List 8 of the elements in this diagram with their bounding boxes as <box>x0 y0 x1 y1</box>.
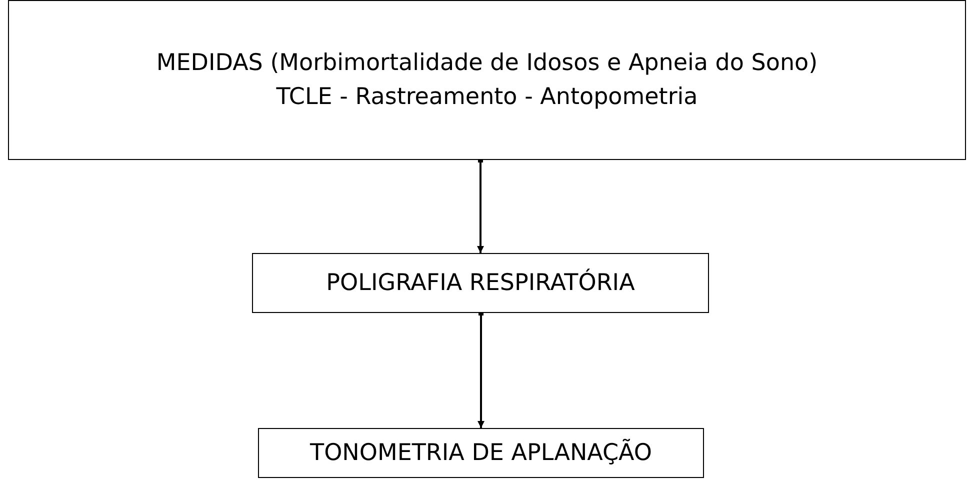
process-box <box>252 253 709 313</box>
arrow <box>478 310 484 428</box>
box-text: TONOMETRIA DE APLANAÇÃO <box>310 438 652 468</box>
arrow <box>477 158 484 253</box>
box-text: POLIGRAFIA RESPIRATÓRIA <box>326 268 635 298</box>
process-box <box>8 0 966 160</box>
process-box <box>258 428 704 478</box>
box-text: MEDIDAS (Morbimortalidade de Idosos e Apneia do Sono) TCLE - Rastreamento - Antopometria <box>155 49 819 112</box>
